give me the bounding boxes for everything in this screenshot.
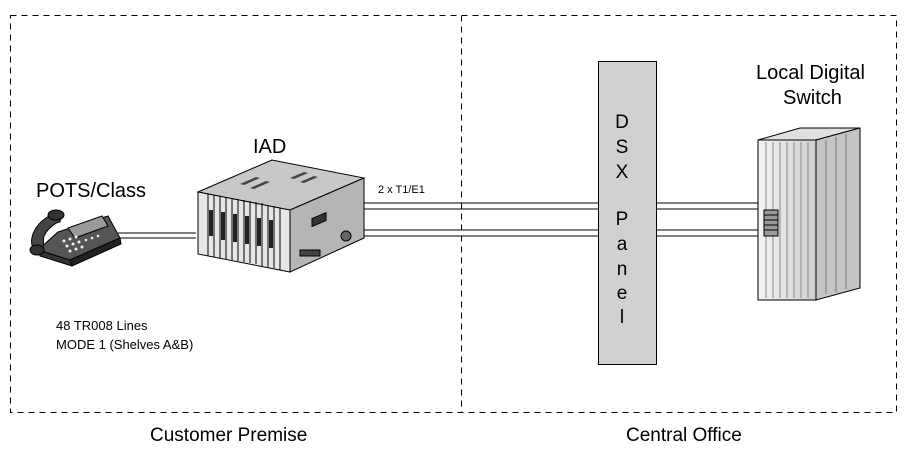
switch-label-line2: Switch (783, 87, 842, 109)
central-office-label: Central Office (626, 425, 742, 446)
dsx-letter: P (615, 209, 629, 230)
switch-link-upper (656, 202, 758, 210)
iad-label: IAD (253, 136, 287, 158)
t1-link-lower (364, 229, 598, 237)
switch-label-line1: Local Digital (756, 62, 865, 84)
iad-chassis (196, 159, 366, 273)
phone-to-iad-link (118, 232, 196, 239)
switch-link-lower (656, 229, 758, 237)
mode-label: MODE 1 (Shelves A&B) (56, 337, 194, 352)
dsx-letter: n (616, 259, 628, 280)
phone-icon (29, 209, 122, 267)
lines-label: 48 TR008 Lines (56, 318, 148, 333)
pots-label: POTS/Class (36, 180, 147, 202)
dsx-letter: a (616, 234, 628, 255)
dsx-letter: e (616, 283, 628, 304)
switch-cabinet (757, 127, 861, 301)
dsx-panel (598, 61, 657, 365)
connection-lines (118, 202, 758, 239)
link-label: 2 x T1/E1 (378, 184, 425, 196)
dsx-letter: S (615, 137, 629, 158)
region-boundary (10, 15, 897, 413)
dsx-letter: D (615, 112, 629, 133)
customer-premise-label: Customer Premise (150, 425, 308, 446)
dsx-letter: X (615, 162, 629, 183)
dsx-letter: l (619, 307, 625, 328)
t1-link-upper (364, 202, 598, 210)
